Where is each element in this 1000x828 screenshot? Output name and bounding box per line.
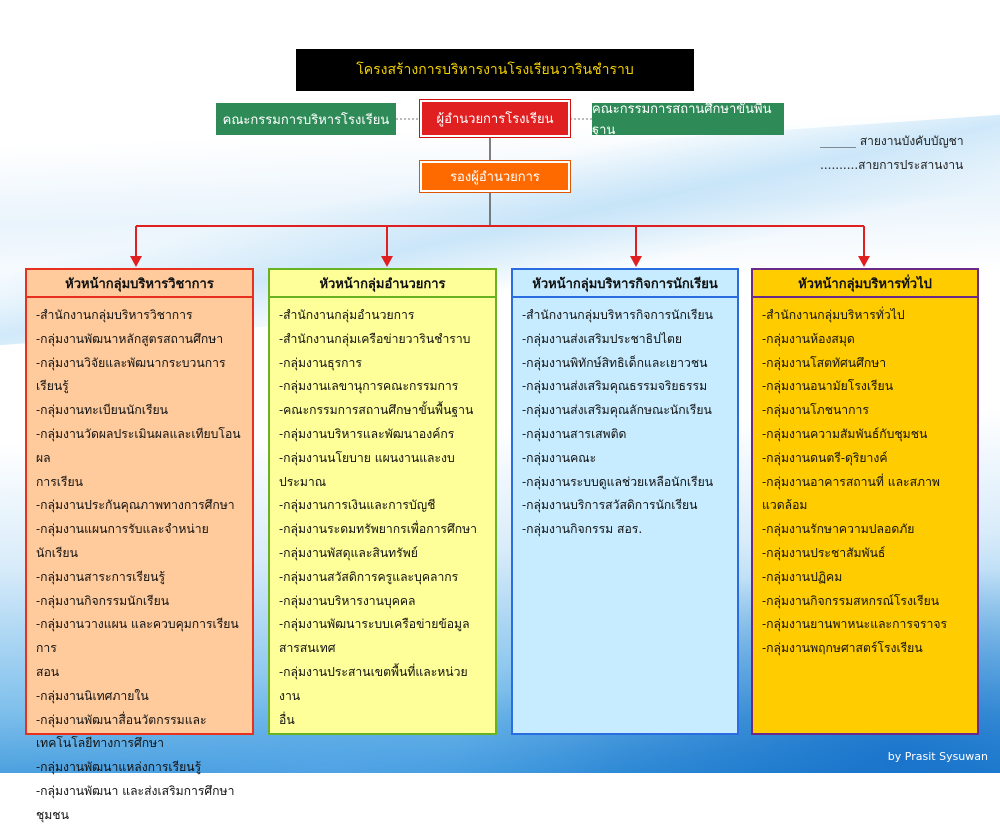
list-item: -กลุ่มงานยานพาหนะและการจราจร [762,617,948,632]
school-committee-box: คณะกรรมการบริหารโรงเรียน [216,103,396,135]
column-list-academic: -สำนักงานกลุ่มบริหารวิชาการ -กลุ่มงานพัฒน… [27,298,252,828]
list-item: -กลุ่มงานพิทักษ์สิทธิเด็กและเยาวชน [522,355,708,370]
list-item: -กลุ่มงานบริการสวัสดิการนักเรียน [522,498,698,513]
list-item: -กลุ่มงานส่งเสริมคุณลักษณะนักเรียน [522,403,712,418]
list-item: -กลุ่มงานคณะ [522,450,597,465]
column-head-general: หัวหน้ากลุ่มบริหารทั่วไป [753,270,977,298]
list-item: -กลุ่มงานบริหารงานบุคคล [279,593,416,608]
list-item: -กลุ่มงานธุรการ [279,355,362,370]
list-item: -สำนักงานกลุ่มอำนวยการ [279,308,415,322]
list-item: -กลุ่มงานสารเสพติด [522,426,627,441]
column-head-director-group: หัวหน้ากลุ่มอำนวยการ [270,270,495,298]
legend-coordination-line: ..........สายการประสานงาน [820,158,964,172]
list-item: -กลุ่มงานสาระการเรียนรู้ [36,569,165,584]
column-list-student-affairs: -สำนักงานกลุ่มบริหารกิจการนักเรียน -กลุ่ม… [513,298,737,542]
connector-lines [130,118,870,267]
list-item: -กลุ่มงานพัฒนาหลักสูตรสถานศึกษา [36,331,224,346]
list-item: -กลุ่มงานระบบดูแลช่วยเหลือนักเรียน [522,474,714,489]
column-head-student-affairs: หัวหน้ากลุ่มบริหารกิจการนักเรียน [513,270,737,298]
list-item: -กลุ่มงานวางแผน และควบคุมการเรียนการ [36,617,239,656]
list-item: -กลุ่มงานนิเทศภายใน [36,688,149,703]
list-item: -กลุ่มงานความสัมพันธ์กับชุมชน [762,426,928,441]
deputy-director-box: รองผู้อำนวยการ [419,160,571,193]
list-item: -สำนักงานกลุ่มเครือข่ายวารินชำราบ [279,331,471,346]
list-item: -กลุ่มงานโสตทัศนศึกษา [762,355,887,370]
list-item: -กลุ่มงานการเงินและการบัญชี [279,498,436,513]
list-item: -สำนักงานกลุ่มบริหารกิจการนักเรียน [522,308,714,322]
list-item: -กลุ่มงานกิจกรรม สอร. [522,522,643,537]
list-item: -กลุ่มงานพัฒนาระบบเครือข่ายข้อมูล [279,617,470,632]
column-list-director-group: -สำนักงานกลุ่มอำนวยการ -สำนักงานกลุ่มเครื… [270,298,495,732]
column-director-group: หัวหน้ากลุ่มอำนวยการ -สำนักงานกลุ่มอำนวย… [268,268,497,735]
list-item: -สำนักงานกลุ่มบริหารวิชาการ [36,308,193,322]
list-item: -กลุ่มงานพฤกษศาสตร์โรงเรียน [762,641,923,656]
list-item: -กลุ่มงานประกันคุณภาพทางการศึกษา [36,498,235,513]
list-item: อื่น [279,712,295,727]
list-item: การเรียน [36,474,83,489]
list-item: -กลุ่มงานพัฒนาสื่อนวัตกรรมและ [36,712,207,727]
list-item: -คณะกรรมการสถานศึกษาขั้นพื้นฐาน [279,403,474,418]
list-item: -กลุ่มงานสวัสดิการครูและบุคลากร [279,569,459,584]
list-item: -กลุ่มงานอาคารสถานที่ และสภาพแวดล้อม [762,474,940,513]
list-item: -กลุ่มงานส่งเสริมประชาธิปไตย [522,331,683,346]
basic-education-board-box: คณะกรรมการสถานศึกษาขั้นพื้นฐาน [592,102,784,138]
list-item: -กลุ่มงานกิจกรรมสหกรณ์โรงเรียน [762,593,940,608]
list-item: -กลุ่มงานรักษาความปลอดภัย [762,522,915,537]
arrow-student-affairs [630,256,642,267]
arrow-general [858,256,870,267]
list-item: -กลุ่มงานประชาสัมพันธ์ [762,545,886,560]
list-item: -กลุ่มงานบริหารและพัฒนาองค์กร [279,426,455,441]
list-item: -กลุ่มงานทะเบียนนักเรียน [36,403,168,418]
column-student-affairs: หัวหน้ากลุ่มบริหารกิจการนักเรียน -สำนักง… [511,268,739,735]
list-item: -กลุ่มงานห้องสมุด [762,331,855,346]
list-item: -กลุ่มงานดนตรี-ดุริยางค์ [762,450,888,465]
list-item: -กลุ่มงานนโยบาย แผนงานและงบประมาณ [279,450,455,489]
column-head-academic: หัวหน้ากลุ่มบริหารวิชาการ [27,270,252,298]
director-box: ผู้อำนวยการโรงเรียน [419,99,571,138]
legend-command-line: ______ สายงานบังคับบัญชา [820,134,964,148]
list-item: -กลุ่มงานแผนการรับและจำหน่ายนักเรียน [36,522,209,560]
list-item: -กลุ่มงานโภชนาการ [762,403,869,418]
list-item: เทคโนโลยีทางการศึกษา [36,736,164,751]
arrow-academic [130,256,142,267]
list-item: -กลุ่มงานพัฒนา และส่งเสริมการศึกษา [36,783,235,798]
list-item: -กลุ่มงานปฏิคม [762,569,843,584]
list-item: -กลุ่มงานเลขานุการคณะกรรมการ [279,379,459,394]
list-item: สารสนเทศ [279,641,336,656]
list-item: -กลุ่มงานพัสดุและสินทรัพย์ [279,545,418,560]
list-item: -กลุ่มงานส่งเสริมคุณธรรมจริยธรรม [522,379,708,394]
arrow-director-group [381,256,393,267]
column-academic: หัวหน้ากลุ่มบริหารวิชาการ -สำนักงานกลุ่ม… [25,268,254,822]
list-item: -สำนักงานกลุ่มบริหารทั่วไป [762,308,905,322]
list-item: -กลุ่มงานประสานเขตพื้นที่และหน่วยงาน [279,664,468,703]
list-item: -กลุ่มงานระดมทรัพยากรเพื่อการศึกษา [279,522,477,537]
list-item: -กลุ่มงานพัฒนาแหล่งการเรียนรู้ [36,760,202,775]
list-item: -กลุ่มงานวัดผลประเมินผลและเทียบโอนผล [36,426,241,465]
list-item: -กลุ่มงานกิจกรรมนักเรียน [36,593,170,608]
page-title: โครงสร้างการบริหารงานโรงเรียนวารินชำราบ [296,49,694,91]
author-credit: by Prasit Sysuwan [887,750,988,763]
list-item: -กลุ่มงานวิจัยและพัฒนากระบวนการเรียนรู้ [36,355,226,394]
list-item: สอน [36,664,60,679]
column-list-general: -สำนักงานกลุ่มบริหารทั่วไป -กลุ่มงานห้องส… [753,298,977,661]
list-item: ชุมชน [36,807,69,822]
list-item: -กลุ่มงานอนามัยโรงเรียน [762,379,894,394]
column-general: หัวหน้ากลุ่มบริหารทั่วไป -สำนักงานกลุ่มบ… [751,268,979,735]
